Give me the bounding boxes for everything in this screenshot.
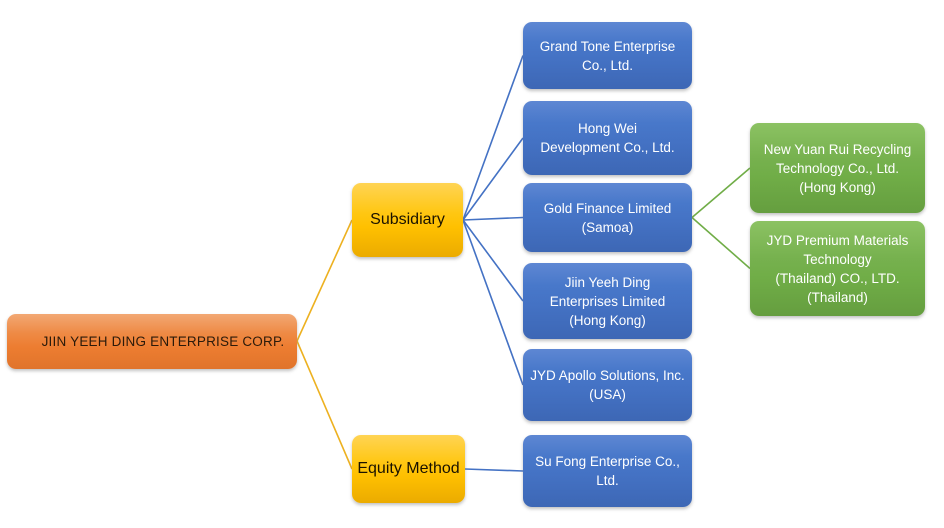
node-jiin-yeeh-ding-enterprises: Jiin Yeeh Ding Enterprises Limited (Hong… [523,263,692,339]
connector-subsidiary-to-jyd-apollo [462,219,524,386]
node-jyd-apollo-solutions: JYD Apollo Solutions, Inc. (USA) [523,349,692,421]
node-hong-wei-development: Hong Wei Development Co., Ltd. [523,101,692,175]
node-category-subsidiary: Subsidiary [352,183,463,257]
category-equity-method-label: Equity Method [357,460,460,477]
node-new-yuan-rui-recycling: New Yuan Rui Recycling Technology Co., L… [750,123,925,213]
node-su-fong-enterprise: Su Fong Enterprise Co., Ltd. [523,435,692,507]
jyd-premium-label: JYD Premium Materials Technology (Thaila… [766,232,909,305]
connector-subsidiary-to-jiin-yeeh [462,219,524,302]
node-category-equity-method: Equity Method [352,435,465,503]
node-jyd-premium-materials: JYD Premium Materials Technology (Thaila… [750,221,925,316]
root-company-label: JIIN YEEH DING ENTERPRISE CORP. [41,333,285,349]
jyd-apollo-label: JYD Apollo Solutions, Inc. (USA) [530,368,685,402]
gold-finance-label: Gold Finance Limited (Samoa) [543,200,672,235]
connector-root-to-equity [296,340,353,470]
category-subsidiary-label: Subsidiary [370,211,445,228]
connector-subsidiary-to-grand-tone [462,55,524,221]
grand-tone-label: Grand Tone Enterprise Co., Ltd. [539,38,676,73]
connector-subsidiary-to-gold-finance [462,216,524,221]
new-yuan-rui-label: New Yuan Rui Recycling Technology Co., L… [763,141,912,195]
node-grand-tone-enterprise: Grand Tone Enterprise Co., Ltd. [523,22,692,89]
connector-gold-finance-to-jyd-premium [691,216,751,270]
hong-wei-label: Hong Wei Development Co., Ltd. [540,121,675,155]
jiin-yeeh-ding-label: Jiin Yeeh Ding Enterprises Limited (Hong… [549,274,666,328]
node-gold-finance-limited: Gold Finance Limited (Samoa) [523,183,692,252]
su-fong-label: Su Fong Enterprise Co., Ltd. [535,454,680,488]
connector-subsidiary-to-hong-wei [462,137,524,221]
connector-root-to-subsidiary [296,219,353,342]
node-root-company: JIIN YEEH DING ENTERPRISE CORP. [7,314,297,369]
connector-gold-finance-to-new-yuan [691,167,751,219]
connector-equity-to-su-fong [464,468,524,472]
